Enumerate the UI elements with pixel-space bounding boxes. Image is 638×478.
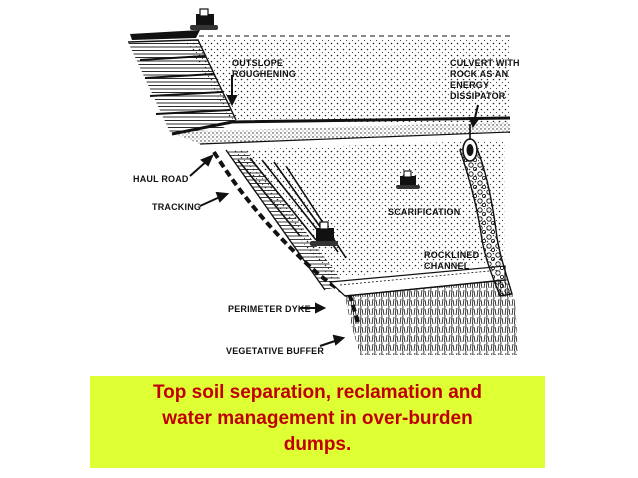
label-outslope-2: ROUGHENING [232, 69, 296, 79]
label-haul-road: HAUL ROAD [133, 174, 189, 184]
label-culvert-3: ENERGY [450, 80, 489, 90]
label-tracking: TRACKING [152, 202, 201, 212]
middle-bench [232, 140, 505, 278]
dump-diagram: OUTSLOPE ROUGHENING CULVERT WITH ROCK AS… [127, 8, 520, 356]
perimeter-boundary [212, 150, 360, 323]
caption: Top soil separation, reclamation and wat… [90, 380, 545, 458]
caption-box: Top soil separation, reclamation and wat… [90, 376, 545, 468]
upper-bench [185, 35, 510, 122]
bulldozer-top-icon [190, 8, 218, 30]
rocklined-channel [459, 124, 513, 297]
caption-line-1: Top soil separation, reclamation and [152, 382, 483, 403]
label-scarification: SCARIFICATION [388, 207, 460, 217]
dozer-slope-icon [310, 221, 338, 246]
label-perimeter-dyke: PERIMETER DYKE [228, 304, 311, 314]
crest-road [130, 30, 200, 40]
vegetative-buffer [344, 279, 518, 355]
outslope-roughening-band [127, 39, 237, 132]
pointer-arrows [189, 75, 480, 347]
label-channel-2: CHANNEL [424, 261, 470, 271]
scarifier-tractor-icon [396, 170, 420, 189]
haul-road-bench [170, 116, 511, 145]
label-culvert-1: CULVERT WITH [450, 58, 520, 68]
label-culvert-4: DISSIPATOR [450, 91, 506, 101]
label-culvert-2: ROCK AS AN [450, 69, 508, 79]
caption-line-2: water management in over-burden [162, 408, 473, 429]
caption-line-3: dumps. [283, 434, 352, 455]
label-outslope-1: OUTSLOPE [232, 58, 283, 68]
label-vegetative-buffer: VEGETATIVE BUFFER [226, 346, 324, 356]
label-channel-1: ROCKLINED [424, 250, 480, 260]
